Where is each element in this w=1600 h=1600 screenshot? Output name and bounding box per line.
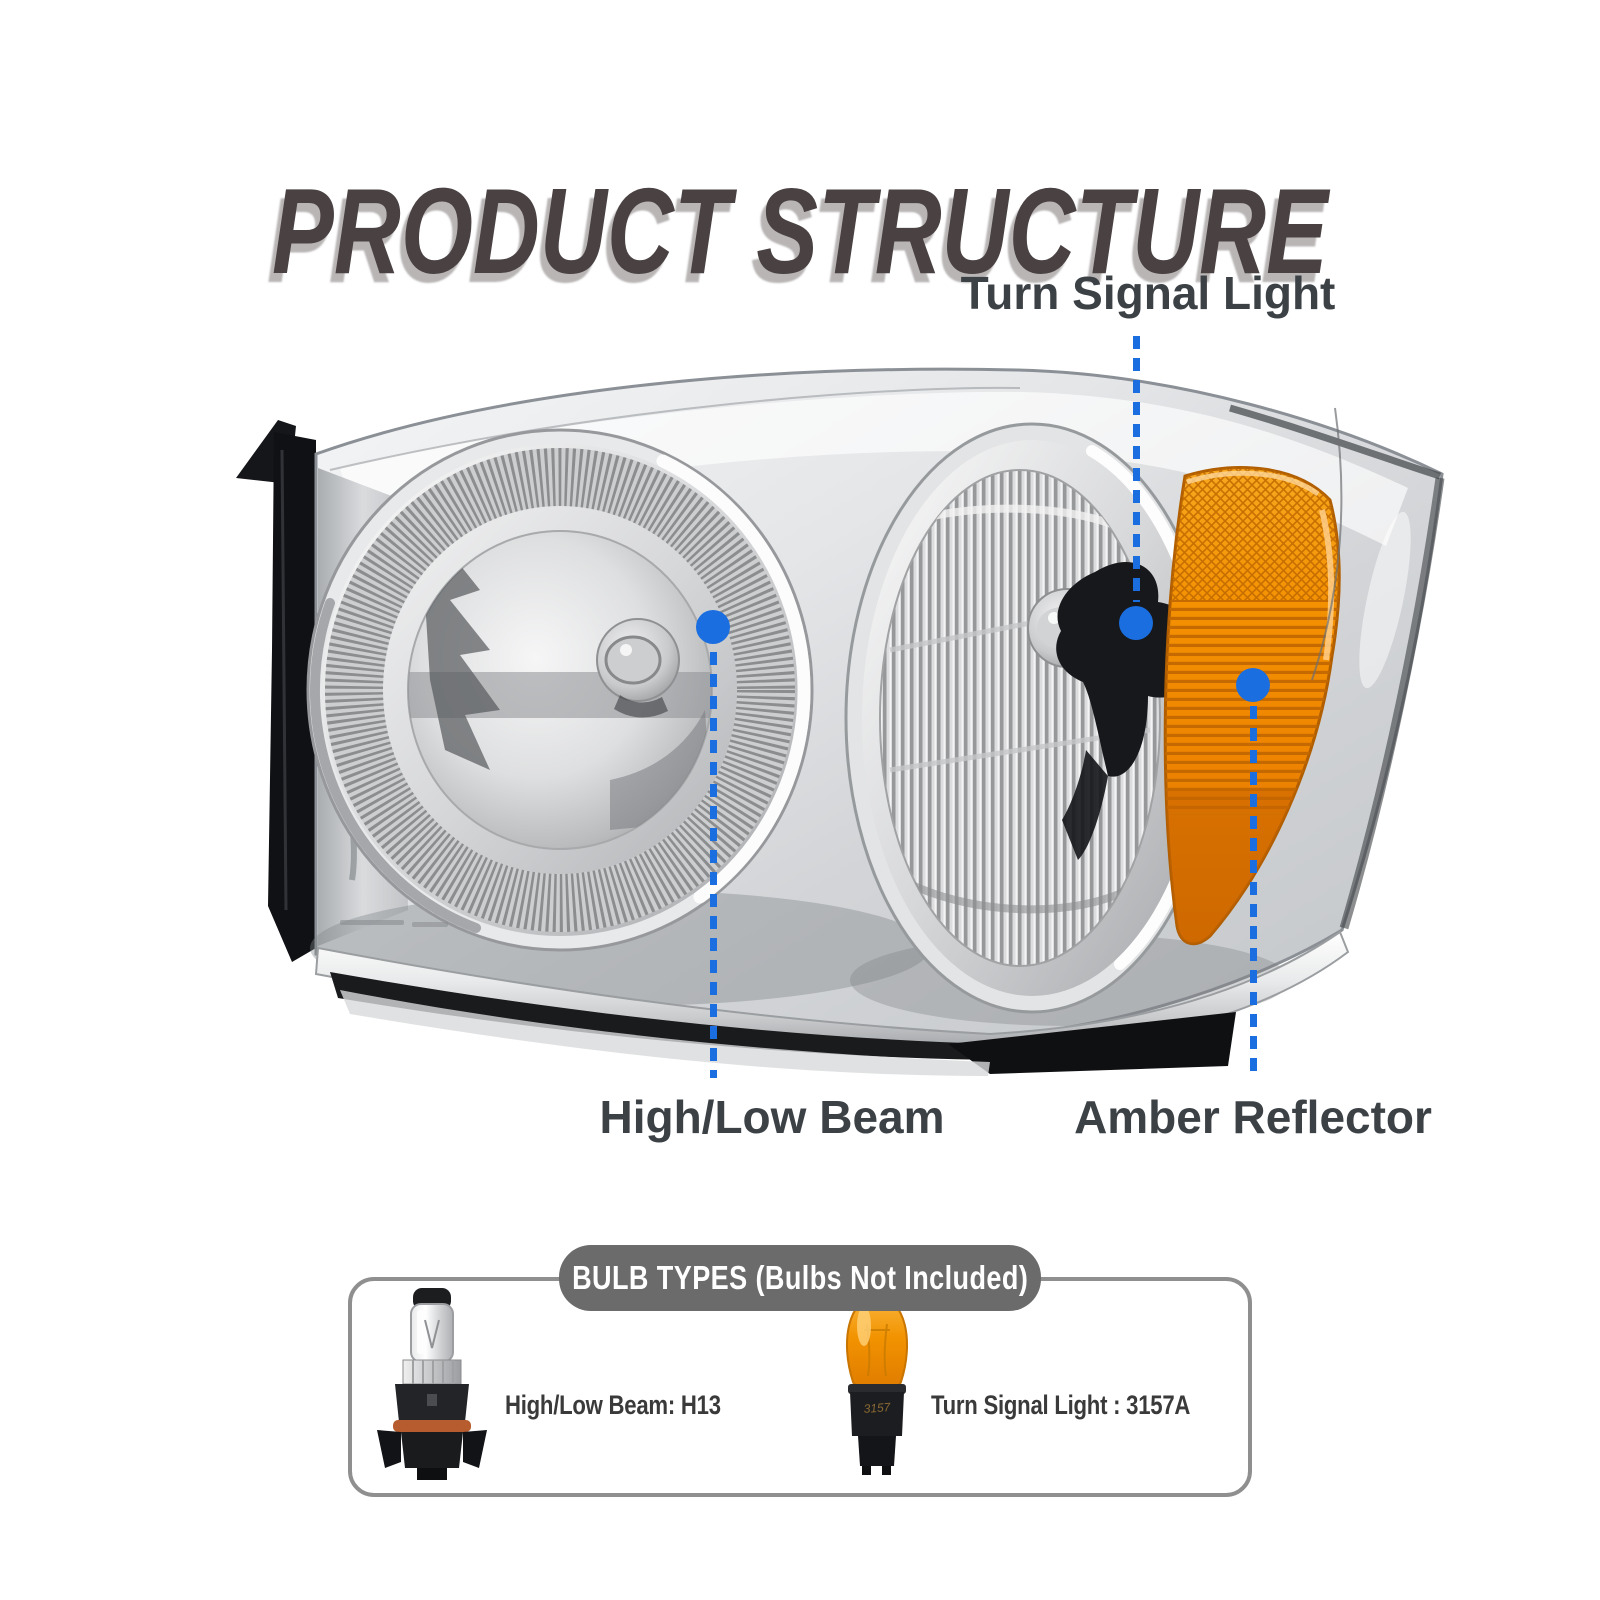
bulb-types-badge: BULB TYPES (Bulbs Not Included): [559, 1245, 1041, 1311]
amber-reflector-label: Amber Reflector: [1074, 1091, 1432, 1143]
high-low-beam-reflector: [306, 428, 814, 952]
amber-reflector-dot: [1236, 668, 1270, 702]
3157a-amber-bulb-illustration: 3157: [846, 1294, 908, 1475]
headlight-illustration: [236, 367, 1445, 1076]
bulb-base-marking: 3157: [863, 1400, 892, 1416]
3157a-bulb-label: Turn Signal Light : 3157A: [931, 1390, 1191, 1420]
amber-reflector-leader-line: [1250, 706, 1257, 1074]
high-low-beam-dot: [696, 610, 730, 644]
h13-halogen-bulb-illustration: [377, 1288, 487, 1480]
high-low-beam-label: High/Low Beam: [599, 1091, 945, 1143]
amber-bulb-base: [850, 1392, 904, 1436]
h13-bulb-label: High/Low Beam: H13: [505, 1390, 721, 1420]
housing-right-edge: [1229, 404, 1445, 930]
bulb-types-badge-label: BULB TYPES (Bulbs Not Included): [571, 1259, 1029, 1296]
turn-signal-leader-line: [1133, 336, 1140, 602]
bulb-holder-clip: [1056, 561, 1190, 777]
mounting-bracket: [236, 420, 316, 962]
turn-signal-reflector: [844, 422, 1220, 1014]
housing-bottom-trim: [314, 920, 1350, 1076]
high-low-beam-bulb-socket: [596, 618, 680, 718]
high-low-beam-leader-line: [710, 652, 717, 1078]
turn-signal-label: Turn Signal Light: [960, 267, 1336, 319]
page-title: PRODUCT STRUCTURE: [272, 162, 1328, 299]
turn-signal-dot: [1119, 606, 1153, 640]
bulb-o-ring: [393, 1420, 471, 1432]
